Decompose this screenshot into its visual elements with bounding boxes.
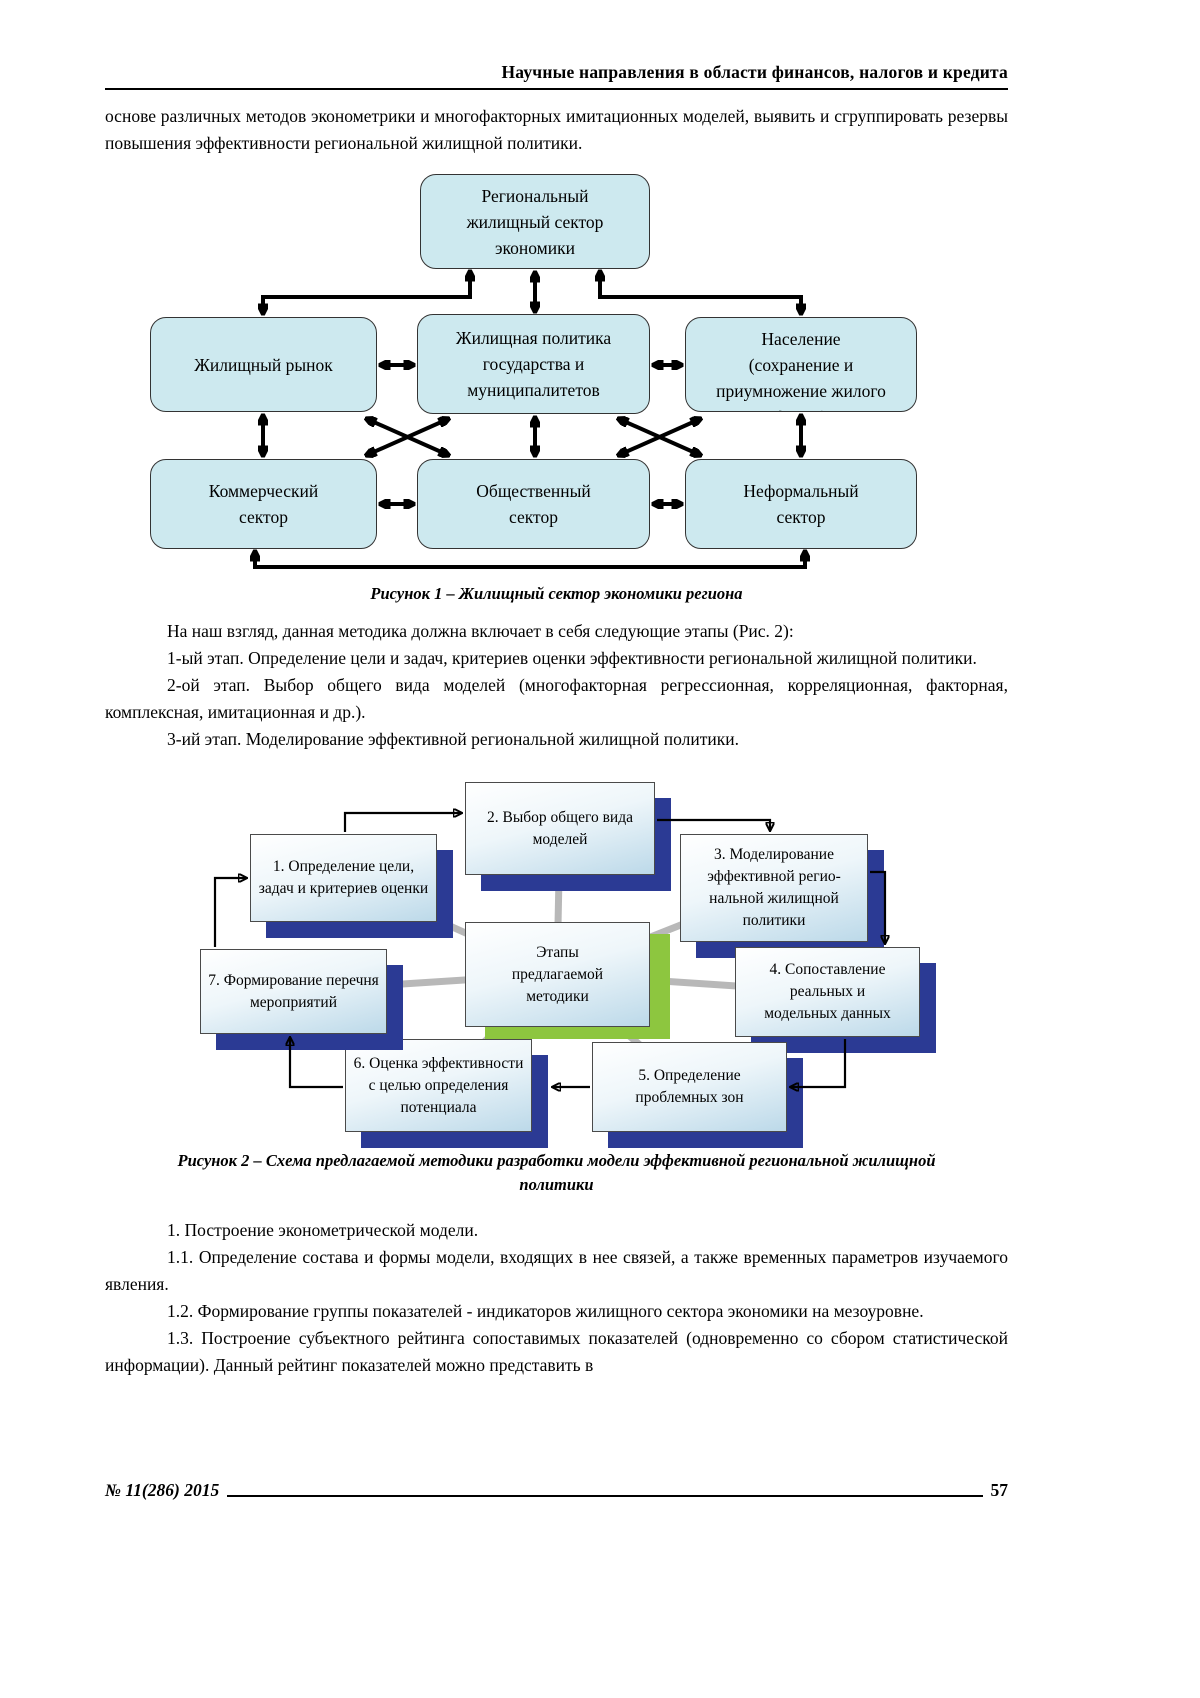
fig1-box-population: Население (сохранение и приумножение жил… xyxy=(685,317,917,412)
fig2-box-step-1: 1. Определение цели, задач и критериев о… xyxy=(250,834,437,922)
body-paragraph: 2-ой этап. Выбор общего вида моделей (мн… xyxy=(105,675,1008,722)
footer-page-number: 57 xyxy=(990,1480,1009,1500)
body-paragraph: На наш взгляд, данная методика должна вк… xyxy=(167,621,794,641)
fig2-box-step-5: 5. Определение проблемных зон xyxy=(592,1042,787,1132)
figure2-diagram: 1. Определение цели, задач и критериев о… xyxy=(105,777,1008,1139)
figure1-diagram: Региональный жилищный сектор экономики Ж… xyxy=(105,169,1008,574)
fig2-box-center: Этапы предлагаемой методики xyxy=(465,922,650,1027)
intro-paragraph: основе различных методов эконометрики и … xyxy=(105,106,1008,153)
middle-paragraphs: На наш взгляд, данная методика должна вк… xyxy=(105,618,1008,753)
footer-rule xyxy=(227,1495,983,1497)
fig1-box-housing-policy: Жилищная политика государства и муниципа… xyxy=(417,314,650,414)
running-head: Научные направления в области финансов, … xyxy=(105,0,1008,90)
footer-issue: № 11(286) 2015 xyxy=(105,1480,220,1500)
fig2-box-step-2: 2. Выбор общего вида моделей xyxy=(465,782,655,875)
body-paragraph: 1. Построение эконометрической модели. xyxy=(167,1220,479,1240)
fig1-box-public-sector: Общественный сектор xyxy=(417,459,650,549)
figure1-caption: Рисунок 1 – Жилищный сектор экономики ре… xyxy=(370,584,743,603)
body-paragraph: 1.1. Определение состава и формы модели,… xyxy=(105,1247,1008,1294)
fig2-box-step-4: 4. Сопоставление реальных и модельных да… xyxy=(735,947,920,1037)
fig1-box-regional-sector: Региональный жилищный сектор экономики xyxy=(420,174,650,269)
body-paragraph: 1.2. Формирование группы показателей - и… xyxy=(167,1301,924,1321)
page-footer: № 11(286) 2015 57 xyxy=(105,1480,1008,1501)
fig2-box-step-6: 6. Оценка эффективности с целью определе… xyxy=(345,1039,532,1132)
fig1-box-commercial-sector: Коммерческий сектор xyxy=(150,459,377,549)
fig1-box-housing-market: Жилищный рынок xyxy=(150,317,377,412)
fig2-box-step-7: 7. Формирование перечня мероприятий xyxy=(200,949,387,1034)
bottom-paragraphs: 1. Построение эконометрической модели. 1… xyxy=(105,1217,1008,1379)
fig1-box-informal-sector: Неформальный сектор xyxy=(685,459,917,549)
body-paragraph: 1.3. Построение субъектного рейтинга соп… xyxy=(105,1328,1008,1375)
body-paragraph: 3-ий этап. Моделирование эффективной рег… xyxy=(167,729,739,749)
fig2-box-step-3: 3. Моделирование эффективной регио- наль… xyxy=(680,834,868,942)
page-content: Научные направления в области финансов, … xyxy=(105,0,1008,1379)
body-paragraph: 1-ый этап. Определение цели и задач, кри… xyxy=(167,648,977,668)
figure2-caption: Рисунок 2 – Схема предлагаемой методики … xyxy=(177,1151,936,1194)
